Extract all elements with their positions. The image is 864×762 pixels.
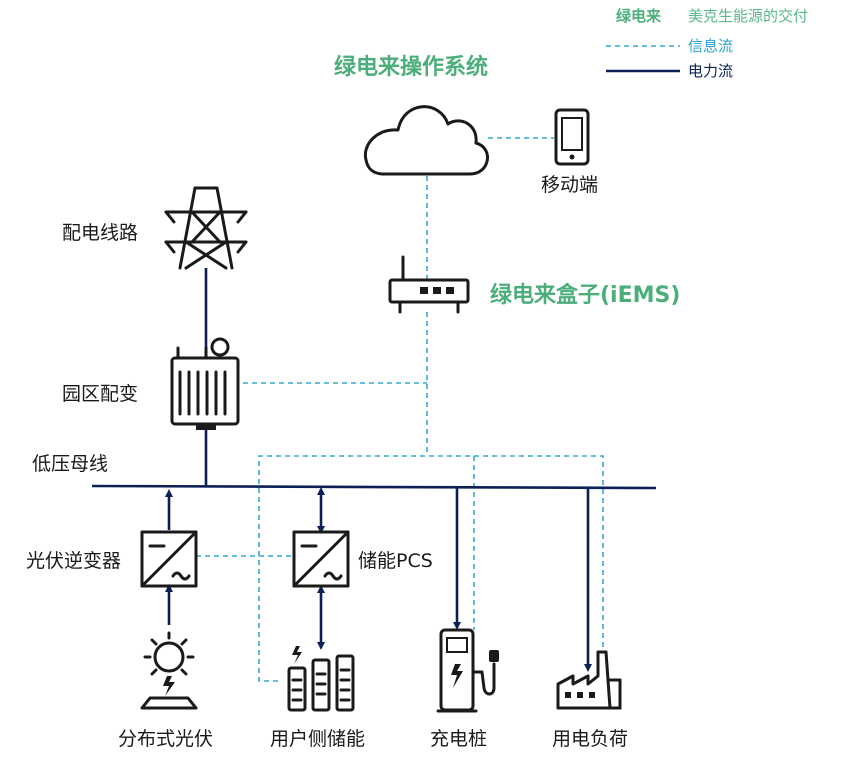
power-flow-lines xyxy=(91,268,657,672)
power-load-label: 用电负荷 xyxy=(552,728,628,750)
factory-icon xyxy=(556,650,622,710)
pv-inverter-label: 光伏逆变器 xyxy=(26,550,121,572)
transmission-tower-icon xyxy=(164,186,248,270)
mobile-label: 移动端 xyxy=(541,174,598,196)
battery-icon xyxy=(287,646,355,712)
info-bus-frame xyxy=(258,455,604,682)
legend-tagline: 美克生能源的交付 xyxy=(688,7,808,25)
distribution-line-label: 配电线路 xyxy=(62,222,138,244)
ems-box-label: 绿电来盒子(iEMS) xyxy=(490,282,680,308)
distributed-pv-label: 分布式光伏 xyxy=(118,728,213,750)
legend-brand: 绿电来 xyxy=(616,7,662,25)
inverter-icon xyxy=(140,530,198,588)
info-flow-lines xyxy=(196,137,604,682)
legend: 绿电来 美克生能源的交付 信息流 电力流 xyxy=(606,7,808,80)
legend-power-flow: 电力流 xyxy=(688,62,733,80)
router-icon xyxy=(388,255,470,314)
smartphone-icon xyxy=(554,108,590,166)
os-title: 绿电来操作系统 xyxy=(334,54,488,80)
lv-bus-label: 低压母线 xyxy=(32,453,108,475)
lv-bus-line xyxy=(91,484,657,490)
solar-panel-icon xyxy=(140,631,198,710)
legend-info-flow: 信息流 xyxy=(688,37,733,55)
pcs-icon xyxy=(292,530,350,588)
charging-pile-label: 充电桩 xyxy=(430,728,487,750)
storage-pcs-label: 储能PCS xyxy=(358,550,433,572)
user-storage-label: 用户侧储能 xyxy=(270,728,365,750)
park-transformer-label: 园区配变 xyxy=(62,383,138,405)
transformer-icon xyxy=(170,337,240,430)
ev-charger-icon xyxy=(436,628,499,713)
cloud-icon xyxy=(363,105,489,176)
